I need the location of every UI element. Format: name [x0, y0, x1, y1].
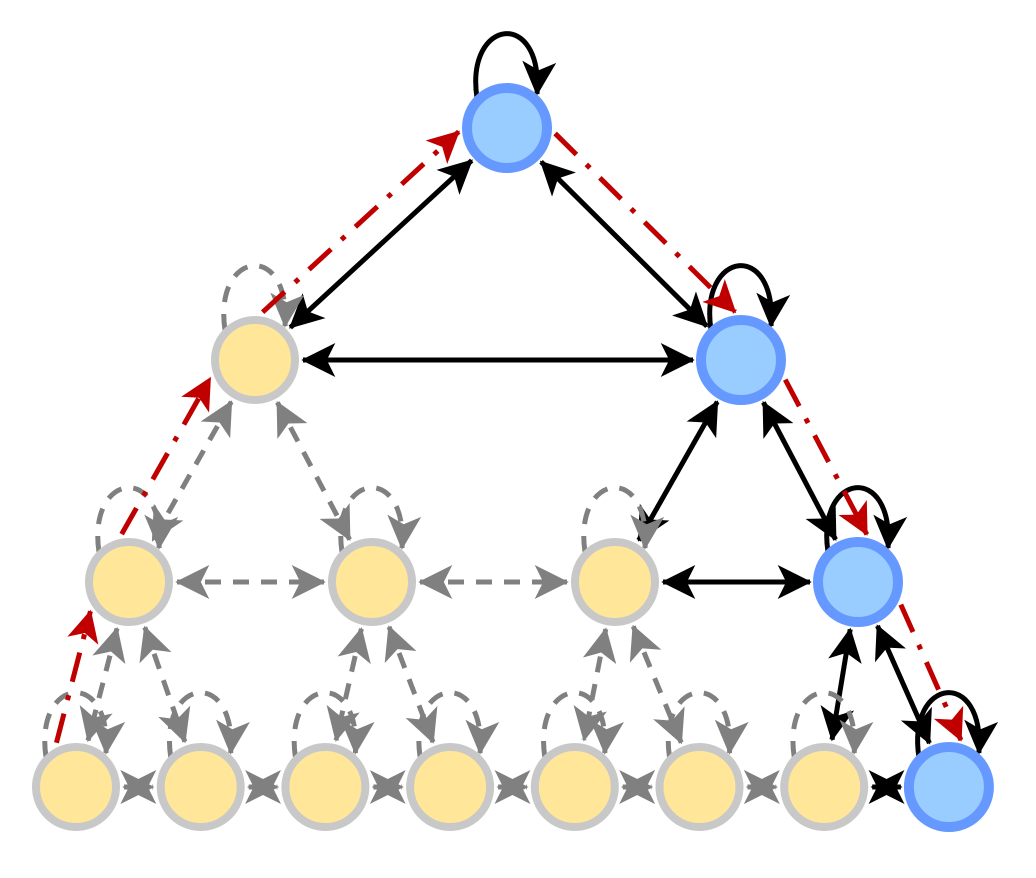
self-loop-n3c: [291, 690, 375, 758]
self-loop-n3d: [416, 690, 500, 758]
node-n0: [462, 83, 552, 173]
edge-n0-n1a: [288, 158, 474, 330]
node-n3d: [406, 743, 495, 831]
edge-n0-n1b: [539, 160, 709, 328]
edge-n1b-n2c: [636, 400, 720, 542]
self-loop-n2a: [95, 485, 179, 553]
edge-n2b-n3d: [384, 625, 438, 744]
node-n3g: [780, 743, 869, 831]
self-loops-layer: [42, 31, 999, 758]
node-n3f: [655, 743, 744, 831]
edge-n2c-n3e: [573, 627, 617, 742]
self-loop-n3a: [42, 690, 126, 758]
node-n1b: [696, 315, 786, 405]
self-loop-n2d: [824, 485, 908, 553]
edge-n2b-n3c: [326, 627, 371, 742]
self-loop-n3b: [166, 690, 250, 758]
edge-n1a-n2b: [275, 400, 352, 542]
node-n2a: [85, 538, 173, 626]
path-edge-n0-n1b: [553, 131, 737, 314]
node-n2d: [813, 537, 903, 627]
path-edge-n3a-n2a: [54, 609, 99, 744]
edge-n1b-n2d: [761, 400, 838, 542]
node-n3b: [156, 743, 245, 831]
self-loop-n3g: [790, 690, 874, 758]
node-n2c: [571, 538, 659, 626]
nodes-layer: [32, 83, 994, 832]
self-loop-n1a: [221, 263, 305, 331]
path-edge-n1a-n0: [260, 129, 461, 315]
node-n3a: [32, 743, 120, 831]
edges-layer: [79, 158, 932, 804]
node-n2b: [328, 538, 416, 626]
self-loop-n2c: [581, 485, 665, 553]
edge-n2a-n3b: [139, 625, 191, 744]
node-n3e: [530, 743, 619, 831]
edge-n2d-n3h: [875, 624, 932, 745]
self-loop-n0: [473, 31, 557, 99]
self-loop-n3h: [915, 690, 999, 758]
path-edge-n2a-n1a: [119, 376, 213, 536]
edge-n2c-n3f: [629, 624, 685, 745]
self-loop-n3f: [665, 690, 749, 758]
node-n1a: [211, 316, 299, 404]
edge-n2d-n3g: [820, 627, 862, 742]
edge-n1a-n2a: [150, 400, 234, 542]
highlighted-path-layer: [54, 129, 964, 744]
self-loop-n3e: [541, 690, 624, 758]
path-edge-n1b-n2d: [783, 378, 870, 536]
self-loop-n2b: [338, 485, 422, 553]
path-edge-n2d-n3h: [898, 603, 964, 742]
node-n3h: [903, 742, 994, 832]
node-n3c: [281, 743, 370, 831]
